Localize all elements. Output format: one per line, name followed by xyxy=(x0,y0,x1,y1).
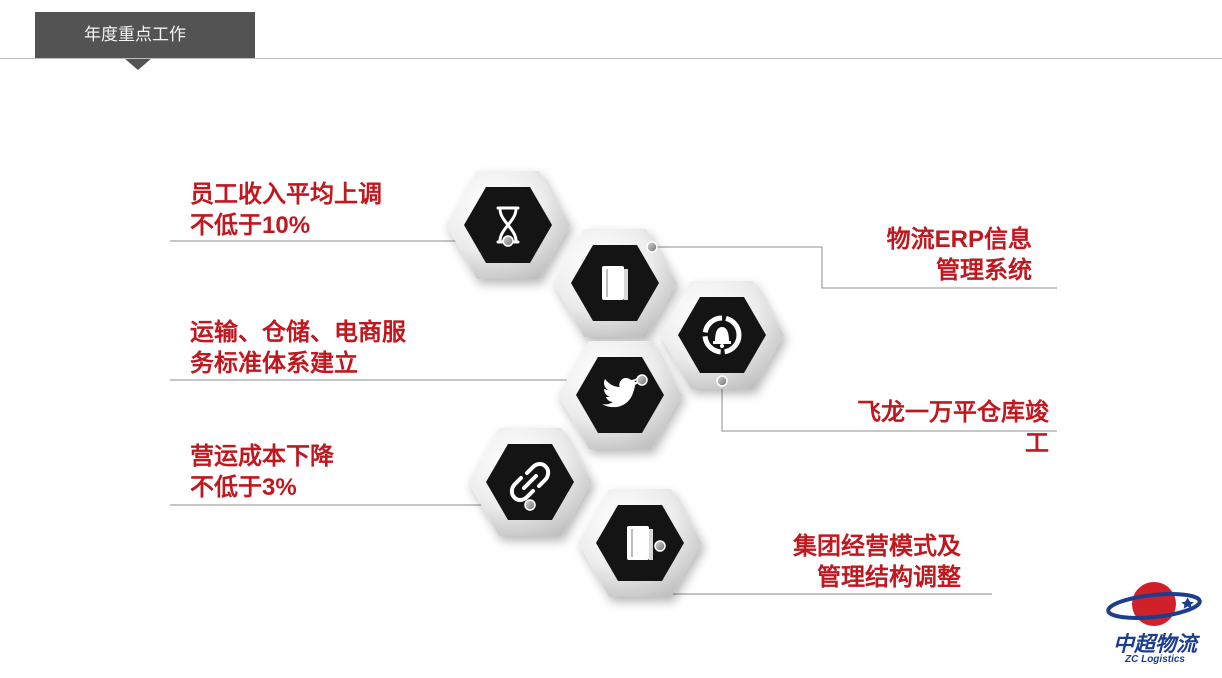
connector-warehouse xyxy=(721,381,1057,432)
hourglass-icon xyxy=(496,206,520,244)
link-icon xyxy=(509,462,551,502)
connector-erp xyxy=(652,246,1057,289)
hex-warehouse xyxy=(660,281,784,389)
dot-erp xyxy=(646,241,658,253)
label-erp: 物流ERP信息 管理系统 xyxy=(886,226,1032,284)
label-standards: 运输、仓储、电商服 务标准体系建立 xyxy=(190,319,406,377)
book-icon xyxy=(627,526,653,560)
dot-warehouse xyxy=(716,375,728,387)
company-logo xyxy=(1106,582,1202,626)
page-title: 年度重点工作 xyxy=(84,25,186,44)
label-warehouse: 飞龙一万平仓库竣 工 xyxy=(857,399,1049,457)
dot-cost xyxy=(524,499,536,511)
header-tab-notch xyxy=(124,58,152,70)
hex-salary xyxy=(446,171,570,279)
twitter-bird-icon xyxy=(602,377,639,408)
hex-standards xyxy=(558,341,682,449)
bell-icon xyxy=(702,315,742,355)
dot-salary xyxy=(502,235,514,247)
dot-standards xyxy=(636,374,648,386)
dot-group xyxy=(654,540,666,552)
hex-erp xyxy=(553,229,677,337)
book-icon xyxy=(602,266,628,300)
label-salary: 员工收入平均上调 不低于10% xyxy=(190,181,382,239)
logo-name: 中超物流 xyxy=(1113,633,1197,656)
hex-cost xyxy=(468,428,592,536)
label-group: 集团经营模式及 管理结构调整 xyxy=(793,533,961,591)
label-cost: 营运成本下降 不低于3% xyxy=(190,443,334,501)
header-divider xyxy=(0,58,1222,59)
connector-dots xyxy=(502,235,728,552)
header-tab xyxy=(35,12,255,58)
logo-subtitle: ZC Logistics xyxy=(1124,654,1185,665)
hex-group xyxy=(578,489,702,597)
